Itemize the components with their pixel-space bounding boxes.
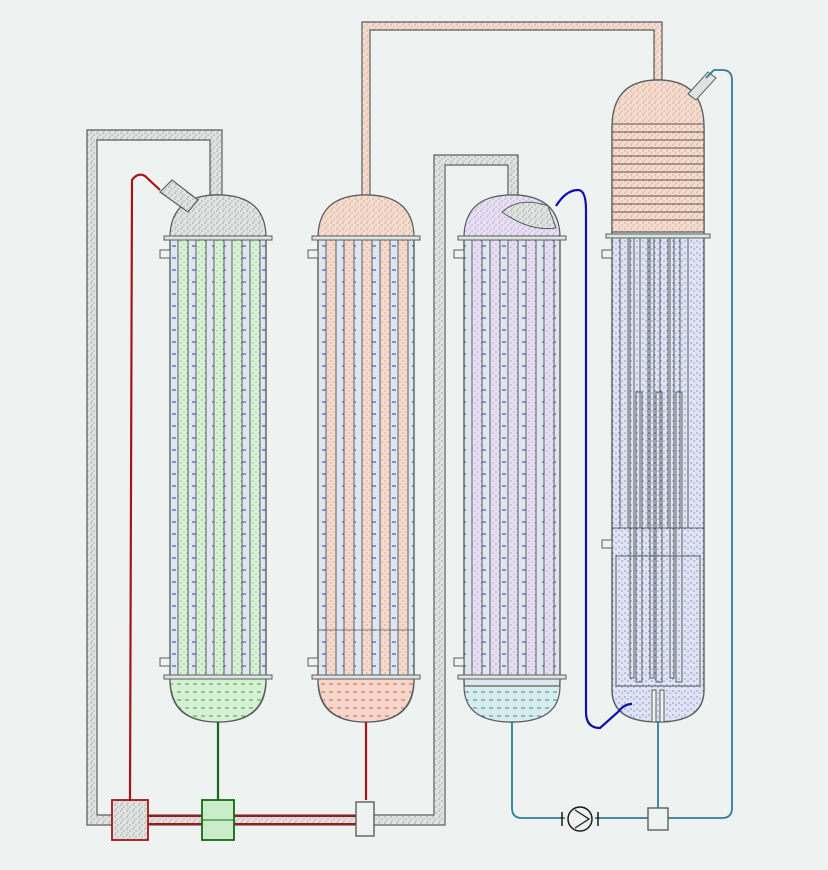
column-3 (453, 194, 567, 723)
column-1-top-gas (169, 194, 267, 239)
column-3-nozzle-top (453, 249, 465, 259)
column-1-nozzle-top (159, 249, 171, 259)
column-2-nozzle-bottom (307, 657, 319, 667)
column-1-inlet-nozzle (159, 179, 199, 213)
column-3-gas-pocket (501, 201, 557, 230)
column-1-nozzle-bottom (159, 657, 171, 667)
pump-icon (561, 806, 599, 832)
column-4-inner-tubes (629, 237, 683, 683)
column-2 (307, 194, 421, 723)
column-3-bottom-liquid (463, 685, 561, 723)
column-1 (159, 179, 273, 723)
column-4 (601, 71, 717, 723)
teal-line-bottom (511, 69, 733, 819)
column-4-nozzle-mid (601, 539, 613, 549)
column-1-bottom-liquid (169, 677, 267, 723)
blue-line (555, 188, 633, 730)
red-header (148, 815, 358, 825)
mixer-icon (111, 799, 149, 841)
column-4-tray-lines (612, 123, 704, 221)
column-4-nozzle-top (601, 249, 613, 259)
junction-icon (355, 801, 375, 837)
column-4-outlet-nozzle (687, 71, 717, 101)
column-2-top-vapor (317, 194, 415, 239)
junction-icon-right (647, 807, 669, 831)
red-line-left (128, 173, 161, 801)
column-3-nozzle-bottom (453, 657, 465, 667)
valve-icon (201, 799, 235, 841)
column-2-bottom-liquid (317, 677, 415, 723)
column-2-nozzle-top (307, 249, 319, 259)
